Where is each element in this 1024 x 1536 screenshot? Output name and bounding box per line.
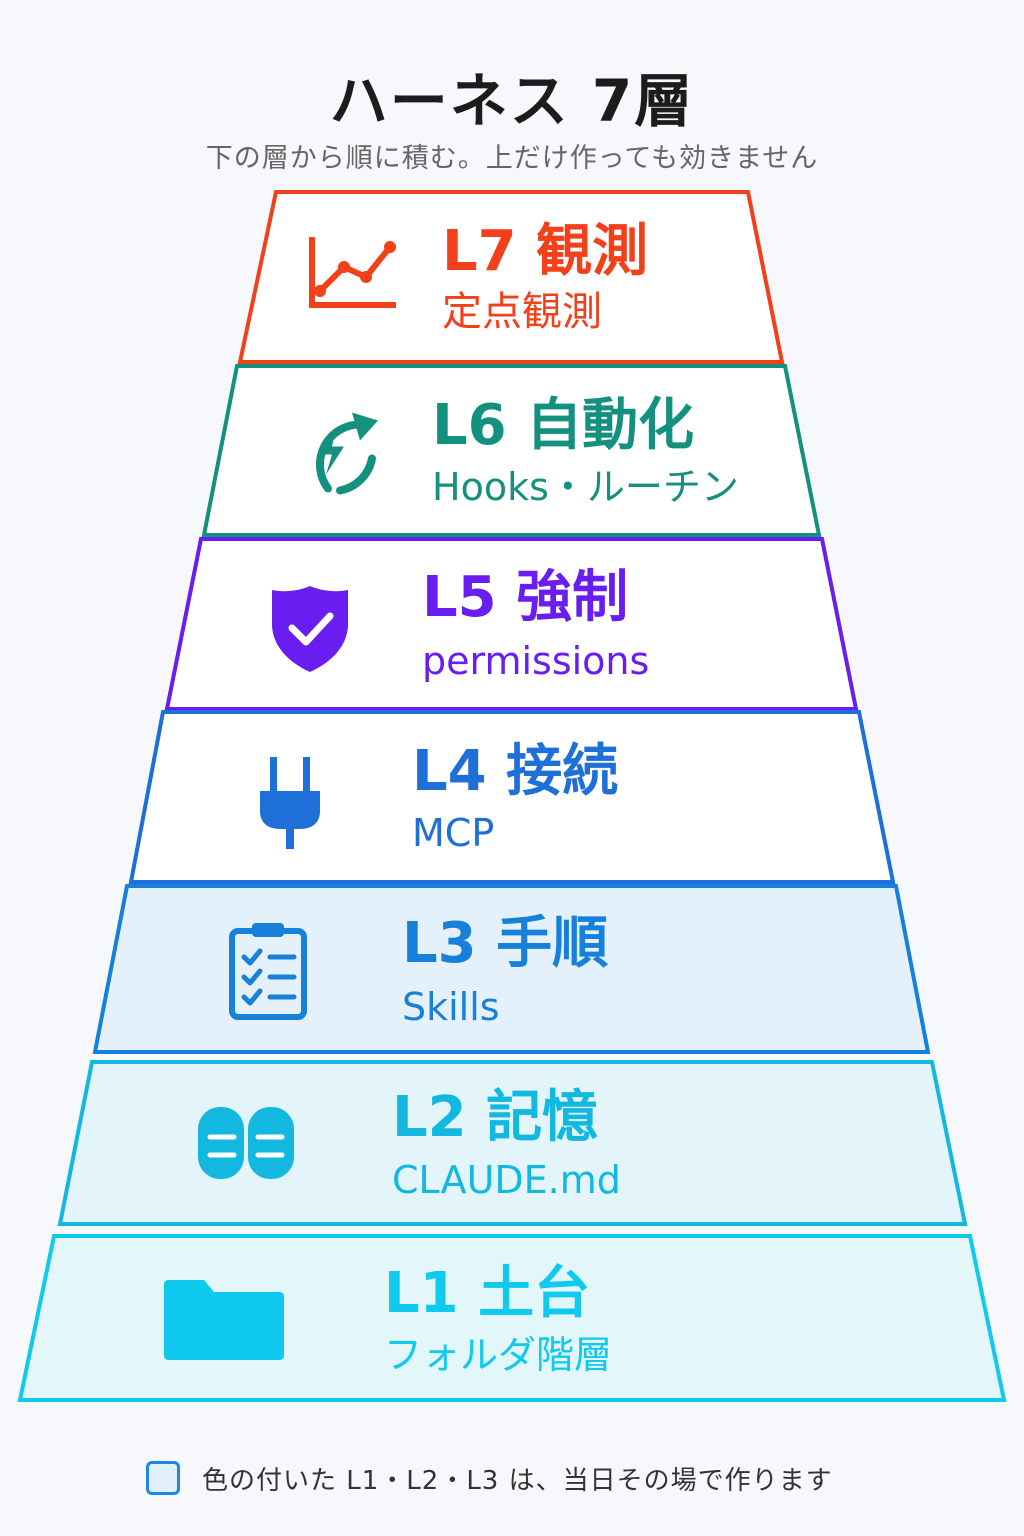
- layer-l2: L2 記憶 CLAUDE.md: [57, 1060, 968, 1226]
- layer-description: 定点観測: [442, 289, 602, 335]
- auto-refresh-bolt-icon: [315, 412, 378, 495]
- layer-description: Hooks・ルーチン: [432, 465, 739, 509]
- layer-title: L6 自動化: [432, 393, 694, 458]
- page-subtitle: 下の層から順に積む。上だけ作っても効きません: [205, 143, 819, 174]
- layer-l3: L3 手順 Skills: [92, 884, 931, 1054]
- layer-description: MCP: [412, 811, 494, 855]
- layer-band: [164, 537, 859, 711]
- trend-chart-icon: [309, 237, 396, 308]
- layer-title: L5 強制: [422, 565, 628, 630]
- layer-band: [128, 710, 896, 884]
- legend-swatch: [146, 1461, 180, 1495]
- legend: 色の付いた L1・L2・L3 は、当日その場で作ります: [146, 1458, 833, 1498]
- plug-icon: [260, 757, 320, 849]
- layer-band: [57, 1060, 968, 1226]
- layer-description: フォルダ階層: [384, 1333, 612, 1377]
- layer-l5: L5 強制 permissions: [164, 537, 859, 711]
- layer-title: L4 接続: [412, 739, 618, 804]
- brain-icon: [198, 1107, 294, 1179]
- layer-title: L2 記憶: [392, 1085, 598, 1150]
- layer-title: L3 手順: [402, 911, 608, 976]
- legend-text: 色の付いた L1・L2・L3 は、当日その場で作ります: [202, 1465, 833, 1496]
- layer-band: [237, 190, 785, 364]
- layer-band: [201, 364, 822, 537]
- page-title: ハーネス 7層: [329, 67, 695, 135]
- layer-description: Skills: [402, 985, 500, 1029]
- layer-title: L7 観測: [442, 219, 648, 284]
- layer-l4: L4 接続 MCP: [128, 710, 896, 884]
- layer-description: CLAUDE.md: [392, 1158, 621, 1202]
- layer-title: L1 土台: [384, 1261, 590, 1326]
- shield-check-icon: [272, 586, 348, 672]
- layer-description: permissions: [422, 639, 649, 683]
- folder-icon: [164, 1280, 284, 1360]
- clipboard-checklist-icon: [229, 923, 307, 1020]
- layer-l6: L6 自動化 Hooks・ルーチン: [201, 364, 822, 537]
